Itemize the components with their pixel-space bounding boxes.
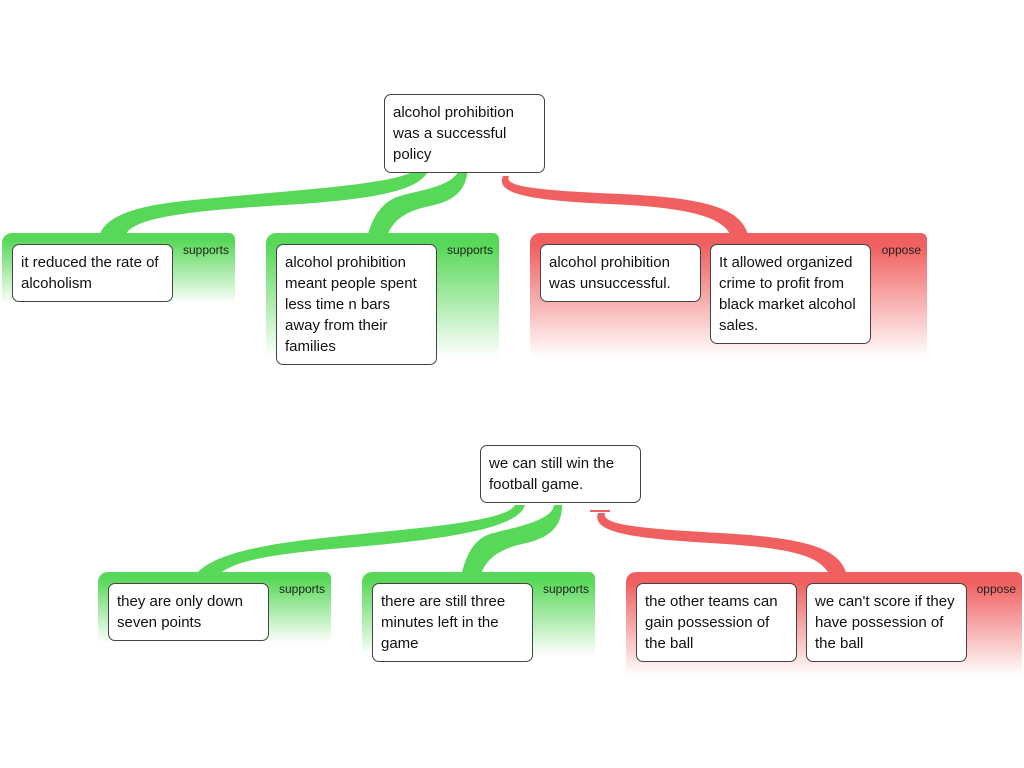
oppose-marker [590, 510, 610, 512]
premise-node[interactable]: there are still three minutes left in th… [372, 583, 533, 662]
premise-node[interactable]: they are only down seven points [108, 583, 269, 641]
claim-node[interactable]: alcohol prohibition was a successful pol… [384, 94, 545, 173]
premise-text: they are only down seven points [117, 593, 243, 631]
co-premise-node[interactable]: It allowed organized crime to profit fro… [710, 244, 871, 344]
claim-node[interactable]: we can still win the football game. [480, 445, 641, 503]
connector-support-3 [198, 505, 525, 572]
group-label: oppose [881, 243, 921, 257]
premise-text: there are still three minutes left in th… [381, 593, 506, 652]
group-label: supports [278, 582, 325, 596]
premise-text: we can't score if they have possession o… [815, 593, 955, 652]
connector-support-4 [462, 505, 562, 572]
group-label: supports [182, 243, 229, 257]
premise-text: alcohol prohibition was unsuccessful. [549, 254, 671, 292]
group-label: supports [446, 243, 493, 257]
connector-support-2 [368, 166, 468, 234]
claim-text: we can still win the football game. [489, 455, 615, 493]
group-label: oppose [976, 582, 1016, 596]
connector-support-1 [100, 166, 430, 234]
co-premise-node[interactable]: we can't score if they have possession o… [806, 583, 967, 662]
premise-node[interactable]: it reduced the rate of alcoholism [12, 244, 173, 302]
premise-text: It allowed organized crime to profit fro… [719, 254, 856, 334]
connector-oppose-1 [501, 176, 748, 234]
premise-text: alcohol prohibition meant people spent l… [285, 254, 417, 355]
claim-text: alcohol prohibition was a successful pol… [393, 104, 514, 163]
premise-text: it reduced the rate of alcoholism [21, 254, 159, 292]
group-label: supports [542, 582, 589, 596]
premise-node[interactable]: alcohol prohibition meant people spent l… [276, 244, 437, 365]
connector-oppose-2 [597, 513, 846, 572]
premise-node[interactable]: the other teams can gain possession of t… [636, 583, 797, 662]
premise-node[interactable]: alcohol prohibition was unsuccessful. [540, 244, 701, 302]
premise-text: the other teams can gain possession of t… [645, 593, 778, 652]
